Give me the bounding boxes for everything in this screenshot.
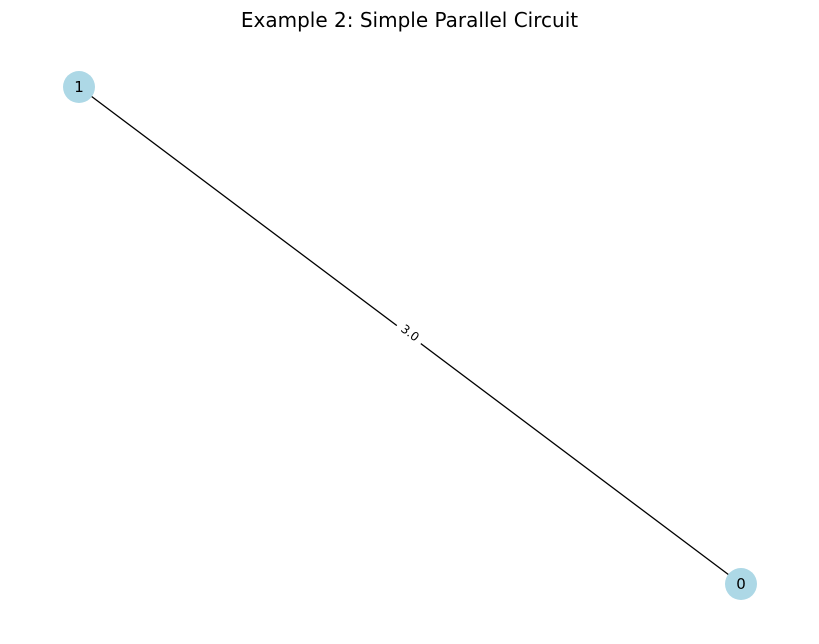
node-label-0: 0 [736,575,746,593]
node-circle-1[interactable] [63,71,95,103]
diagram-title: Example 2: Simple Parallel Circuit [240,8,579,32]
node-circle-0[interactable] [725,568,757,600]
edge-label-background [393,317,427,349]
node-label-1: 1 [74,78,84,96]
node-1[interactable]: 1 [63,71,95,103]
node-0[interactable]: 0 [725,568,757,600]
